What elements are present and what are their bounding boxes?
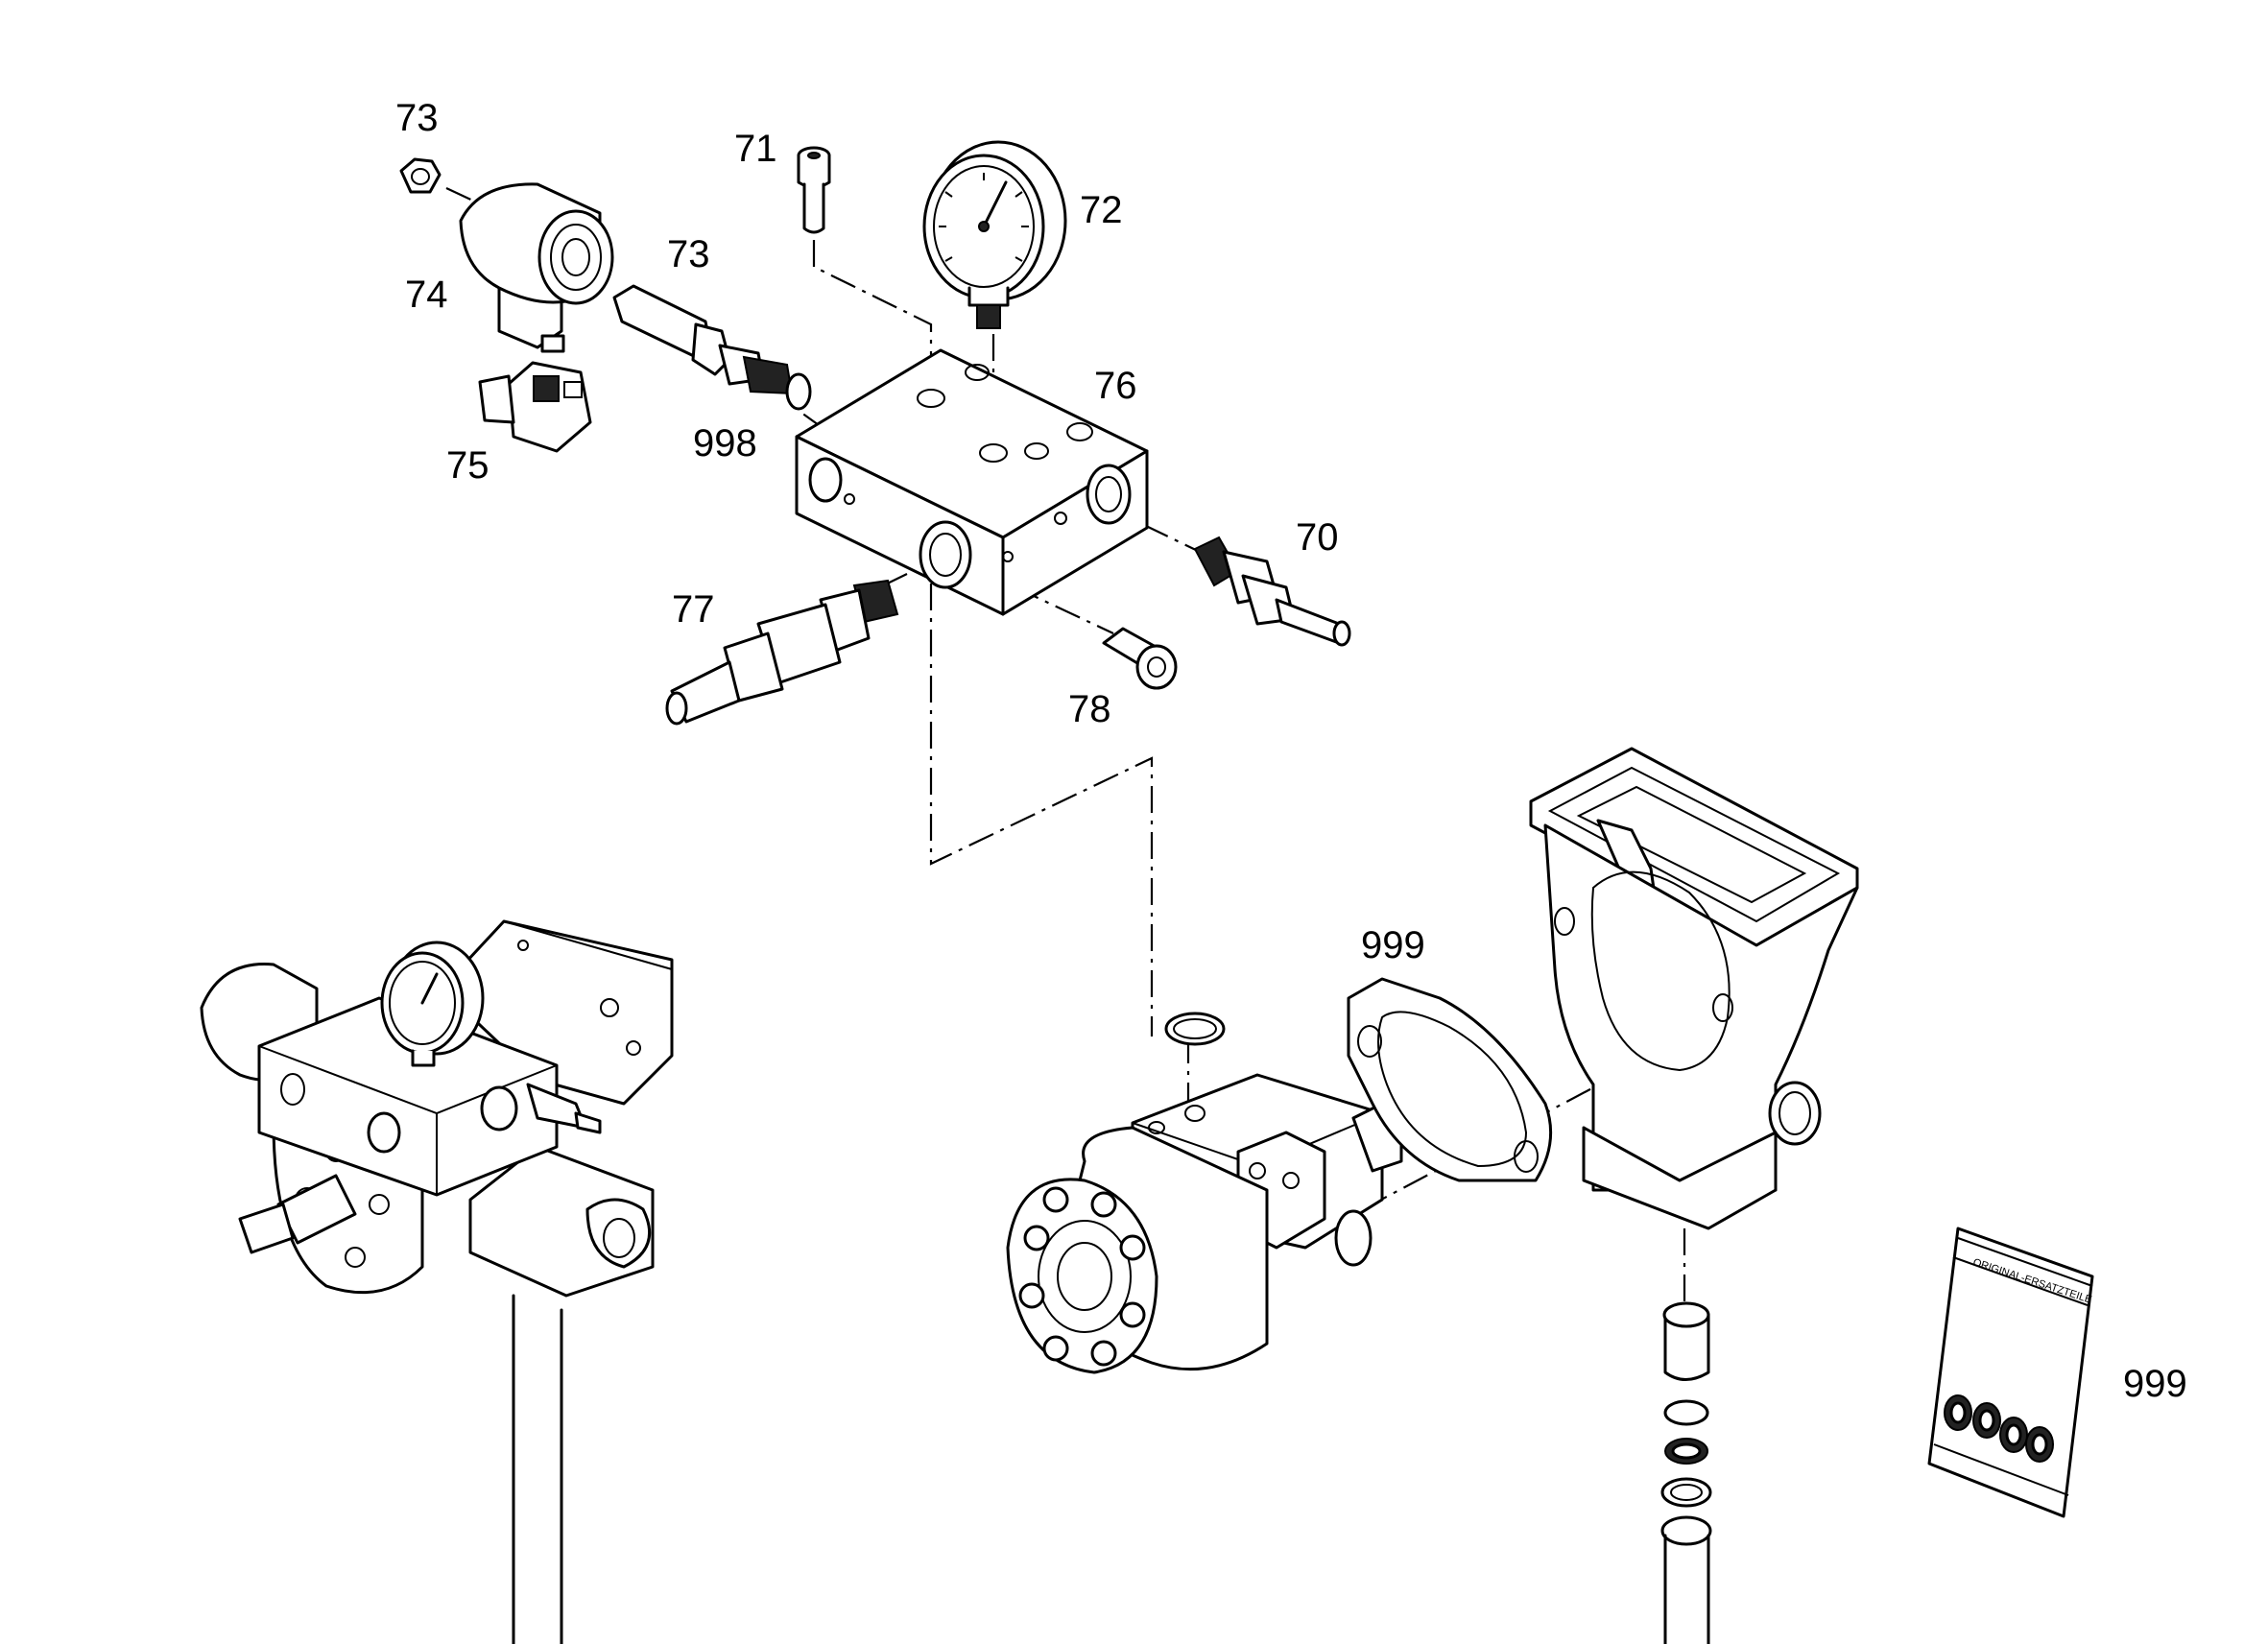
callout-999-kit: 999 — [2123, 1363, 2187, 1405]
gasket-part-999 — [1347, 977, 1553, 1182]
cartridge-valve-part-70 — [1193, 536, 1351, 647]
valve-cartridge-part-73 — [612, 284, 812, 411]
callout-labels: 73 71 72 74 73 76 75 998 70 77 78 999 99… — [395, 97, 2187, 1405]
solenoid-coil-part-74 — [459, 182, 614, 353]
callout-73-valve: 73 — [667, 233, 710, 275]
callout-76: 76 — [1094, 365, 1137, 407]
callout-998: 998 — [693, 422, 757, 465]
hydraulic-motor — [1006, 1073, 1403, 1374]
callout-71: 71 — [734, 128, 777, 170]
assembled-unit-view — [200, 919, 674, 1644]
bell-housing — [1529, 747, 1859, 1230]
pressure-gauge-part-72 — [922, 140, 1067, 329]
seal-kit-bag-part-999: ORIGINAL-ERSATZTEILE — [1927, 1227, 2094, 1518]
connector-plug-part-75 — [478, 361, 592, 453]
callout-77: 77 — [672, 588, 715, 631]
callout-72: 72 — [1080, 189, 1123, 231]
o-ring-part — [1164, 1012, 1226, 1046]
bolt-part-71 — [797, 146, 831, 234]
callout-999-gasket: 999 — [1361, 924, 1425, 966]
callout-75: 75 — [446, 444, 489, 487]
nut-part-73 — [399, 157, 442, 194]
shaft-seals-and-pipe — [1660, 1301, 1712, 1644]
callout-78: 78 — [1068, 688, 1111, 730]
callout-73-top: 73 — [395, 97, 439, 139]
valve-block-part-76 — [795, 348, 1149, 616]
cartridge-valve-part-77 — [665, 579, 899, 726]
callout-70: 70 — [1296, 516, 1339, 559]
callout-74: 74 — [405, 274, 448, 316]
fitting-part-78 — [1102, 627, 1178, 690]
